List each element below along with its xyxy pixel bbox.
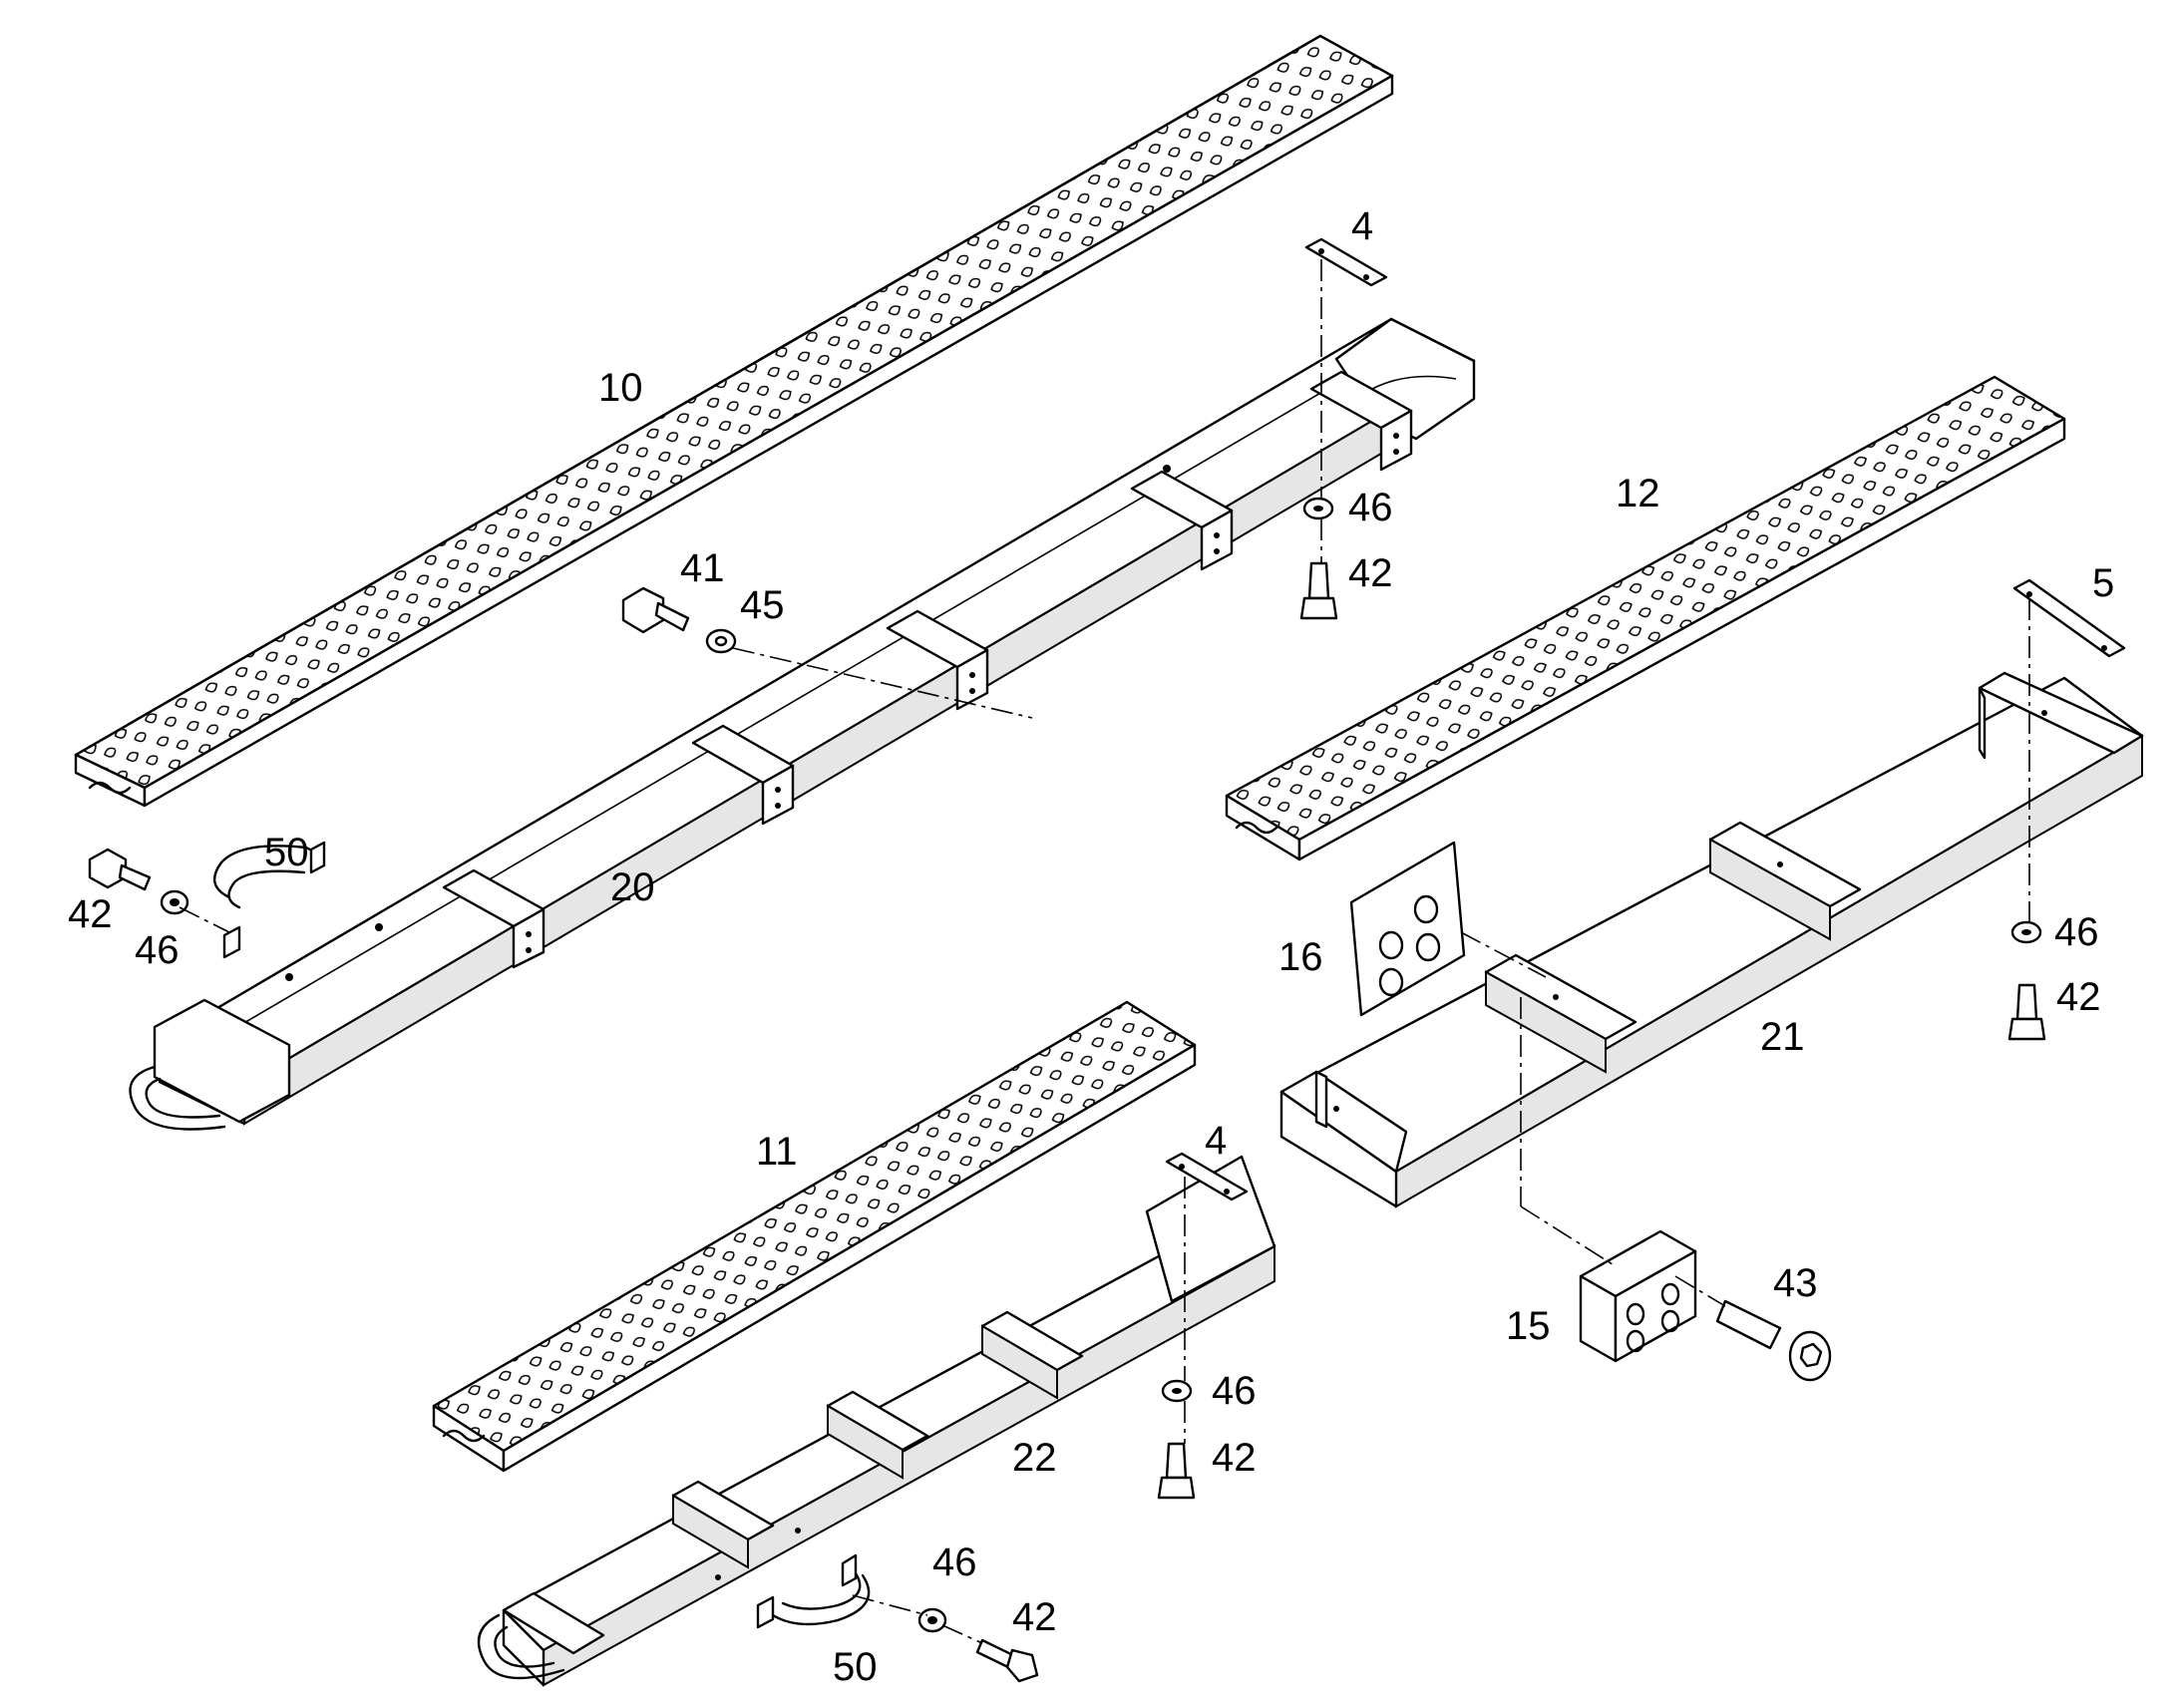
lower-crossbar-2 <box>826 1390 929 1480</box>
spacer-block-15 <box>1579 1229 1697 1363</box>
callout-15: 15 <box>1506 1304 1551 1348</box>
washer-45 <box>705 628 737 654</box>
tread-plate-11 <box>432 1000 1197 1473</box>
grab-handle-50-lower <box>756 1553 871 1629</box>
frame-crossbar-2 <box>1708 821 1862 941</box>
clip-plate-4-upper <box>1304 237 1388 287</box>
rail-bracket-5 <box>1309 370 1413 472</box>
rail-bracket-2 <box>691 724 795 826</box>
callout-50-upper: 50 <box>264 831 309 874</box>
callout-42-right: 42 <box>2056 975 2101 1019</box>
assembly-centerlines <box>179 259 2030 1644</box>
clip-plate-4-lower <box>1165 1152 1249 1201</box>
bolt-41 <box>621 586 690 634</box>
callout-4-lower: 4 <box>1205 1119 1227 1163</box>
frame-crossbar-1 <box>1484 953 1637 1074</box>
bolt-42-lower-right <box>1157 1442 1196 1500</box>
callout-46-upper: 46 <box>1348 486 1393 529</box>
lower-crossbar-1 <box>671 1480 775 1569</box>
callout-42-left: 42 <box>68 892 113 936</box>
callout-10: 10 <box>598 366 643 410</box>
callout-4-upper: 4 <box>1351 204 1373 248</box>
callout-22: 22 <box>1012 1436 1057 1480</box>
bolt-42-right <box>2007 983 2046 1041</box>
bolt-42-bottom <box>975 1638 1039 1683</box>
tread-plate-12 <box>1225 375 2066 861</box>
callout-46-bottom: 46 <box>932 1540 977 1584</box>
callout-21: 21 <box>1760 1015 1805 1059</box>
callout-42-lower-right: 42 <box>1212 1436 1257 1480</box>
socket-screw-43 <box>1715 1299 1832 1382</box>
bolt-42-upper <box>1299 561 1338 620</box>
callout-11: 11 <box>756 1130 798 1174</box>
callout-16: 16 <box>1278 935 1323 979</box>
mounting-plate-16 <box>1349 841 1466 1017</box>
step-frame-21 <box>1279 671 2144 1208</box>
callout-5: 5 <box>2092 561 2114 605</box>
callout-12: 12 <box>1616 472 1660 515</box>
frame-rail-20 <box>129 317 1476 1131</box>
lower-crossbar-3 <box>980 1310 1084 1400</box>
callout-46-right: 46 <box>2054 910 2099 954</box>
callout-43: 43 <box>1773 1261 1818 1305</box>
callout-46-left: 46 <box>135 928 180 972</box>
callout-46-lower-right: 46 <box>1212 1369 1257 1413</box>
bolt-42-left <box>88 848 152 891</box>
tread-plate-10 <box>74 34 1394 808</box>
callout-41: 41 <box>680 546 725 590</box>
callout-42-upper: 42 <box>1348 551 1393 595</box>
rail-bracket-3 <box>886 609 989 711</box>
callout-45: 45 <box>740 583 785 627</box>
washer-46-bottom <box>917 1607 947 1633</box>
washer-46-upper <box>1302 497 1334 520</box>
washer-46-lower-right <box>1161 1379 1193 1403</box>
callout-50-lower: 50 <box>833 1645 878 1689</box>
callout-labels: 10 4 46 42 41 45 12 5 50 42 46 20 16 46 … <box>68 204 2114 1689</box>
rail-bracket-4 <box>1130 470 1234 571</box>
rail-bracket-1 <box>442 868 545 969</box>
callout-20: 20 <box>610 865 655 909</box>
clip-plate-5 <box>2012 578 2126 658</box>
grab-handle-50-upper <box>212 841 326 959</box>
callout-42-bottom: 42 <box>1012 1595 1057 1639</box>
washer-46-right <box>2010 920 2042 944</box>
